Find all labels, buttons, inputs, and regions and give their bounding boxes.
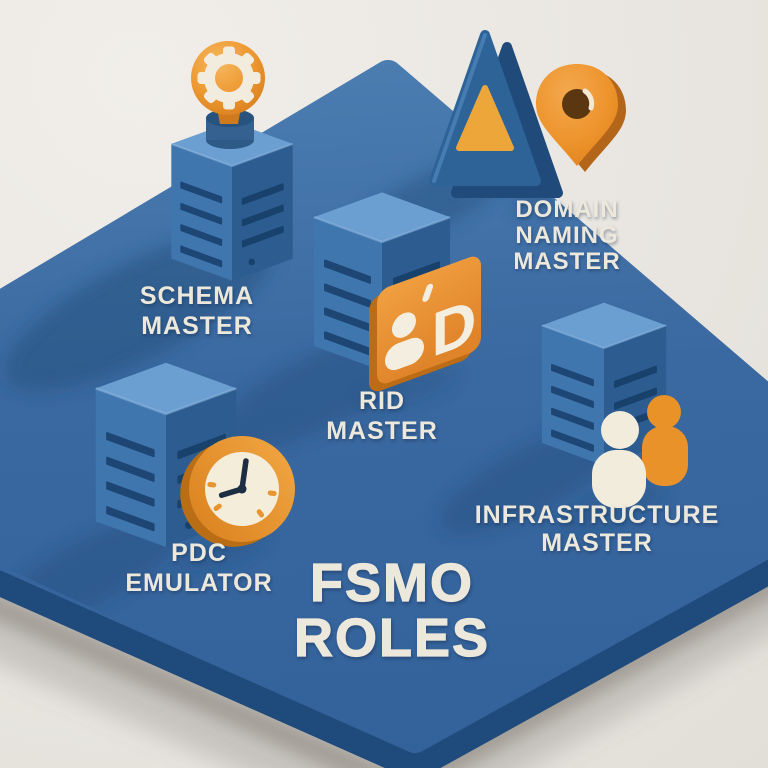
badge-user-icon: [392, 312, 416, 338]
users-icon: [592, 395, 688, 508]
lightbulb-gear-icon: [191, 41, 265, 149]
label-infrastructure-master: INFRASTRUCTURE MASTER: [475, 501, 720, 557]
label-pdc-emulator: PDC EMULATOR: [125, 539, 272, 597]
id-badge-icon: D: [369, 256, 481, 392]
title-line2: ROLES: [294, 608, 490, 668]
infra-label-line2: MASTER: [541, 529, 653, 557]
label-domain-naming-master: DOMAIN NAMING MASTER: [513, 196, 620, 275]
label-schema-master: SCHEMA MASTER: [140, 282, 254, 340]
location-pin-icon: [536, 64, 626, 172]
schema-label-line2: MASTER: [141, 312, 253, 340]
clock-icon: [180, 436, 295, 547]
badge-letter: D: [432, 285, 477, 371]
domain-label-line2: NAMING: [515, 222, 618, 249]
infra-label-line1: INFRASTRUCTURE: [475, 501, 720, 529]
user-cream: [592, 411, 646, 508]
page-title: FSMO ROLES: [293, 552, 490, 668]
gear-icon: [197, 46, 261, 110]
pdc-label-line1: PDC: [171, 539, 227, 567]
rid-label-line1: RID: [359, 387, 405, 415]
title-line1: FSMO: [310, 553, 474, 613]
rid-label-line2: MASTER: [326, 417, 438, 445]
domain-label-line3: MASTER: [513, 248, 620, 275]
pdc-label-line2: EMULATOR: [125, 569, 272, 597]
schema-label-line1: SCHEMA: [140, 282, 254, 310]
triangle-icon: [429, 30, 563, 198]
domain-label-line1: DOMAIN: [515, 196, 618, 223]
label-rid-master: RID MASTER: [326, 387, 438, 445]
user-orange: [642, 395, 688, 486]
